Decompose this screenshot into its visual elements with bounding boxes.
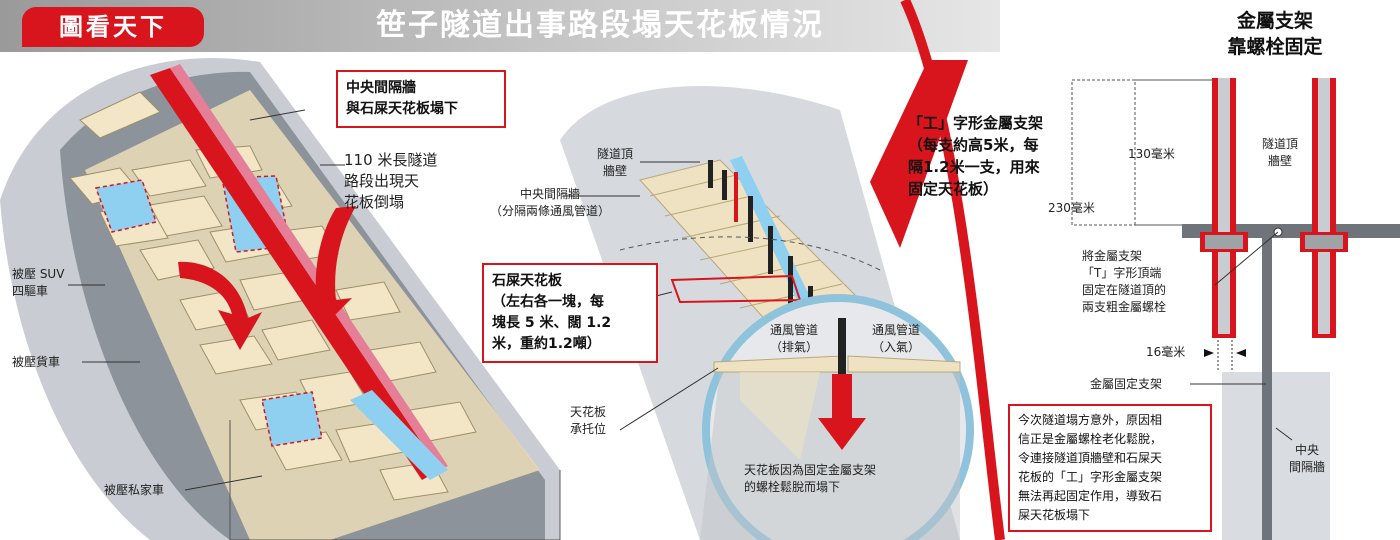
label-line: （入氣） xyxy=(871,340,920,354)
right-bolt-illustration xyxy=(1071,60,1400,540)
explanation-line: 屎天花板塌下 xyxy=(1018,508,1091,522)
label-crushed-suv: 被壓 SUV 四驅車 xyxy=(12,266,64,300)
label-line: （分隔兩條通風管道） xyxy=(489,204,610,218)
zoom-falling-slab xyxy=(740,372,820,460)
note-line: 110 米長隧道 xyxy=(344,151,438,169)
section-tag: 圖看天下 xyxy=(22,7,204,47)
label-line: 隧道頂 xyxy=(596,147,633,161)
collapse-length-note: 110 米長隧道 路段出現天 花板倒塌 xyxy=(344,150,437,213)
slab-line: （左右各一塊，每 xyxy=(492,294,604,310)
highlight-bracket xyxy=(734,172,738,222)
explanation-line: 信正是金屬螺栓老化鬆脫， xyxy=(1018,432,1163,446)
label-line: 的螺栓鬆脫而塌下 xyxy=(744,480,841,494)
left-tunnel-illustration xyxy=(0,57,561,540)
note-line: （每支約高5米，每 xyxy=(908,136,1039,154)
label-center-wall: 中央間隔牆 （分隔兩條通風管道） xyxy=(470,186,630,220)
zoom-shadow xyxy=(700,370,960,540)
roof-wall-area xyxy=(1138,60,1400,228)
label-line: 通風管道 xyxy=(769,323,818,337)
slab-line: 塊長 5 米、闊 1.2 xyxy=(492,315,612,331)
label-tunnel-roof: 隧道頂 牆壁 xyxy=(590,146,640,180)
label-crushed-car: 被壓私家車 xyxy=(104,483,165,497)
note-line: 將金屬支架 xyxy=(1082,249,1143,263)
note-line: 路段出現天 xyxy=(344,172,420,190)
title-line: 金屬支架 xyxy=(1236,10,1313,32)
down-arrow-icon xyxy=(818,374,866,450)
label-line: 間隔牆 xyxy=(1288,460,1325,474)
dimension-130mm: 130毫米 xyxy=(1128,147,1175,161)
callout-line: 與石屎天花板塌下 xyxy=(346,101,458,117)
zoom-slab-right xyxy=(847,355,961,373)
label-tunnel-roof-wall: 隧道頂 牆壁 xyxy=(1250,136,1310,170)
label-duct-intake: 通風管道 （入氣） xyxy=(858,322,934,356)
label-duct-exhaust: 通風管道 （排氣） xyxy=(756,322,832,356)
label-fixed-bracket: 金屬固定支架 xyxy=(1090,377,1163,391)
explanation-line: 花板的「工」字形金屬支架 xyxy=(1018,470,1163,484)
panel-divider-curve xyxy=(900,0,1005,540)
note-line: 花板倒塌 xyxy=(344,193,405,211)
note-line: 固定在隧道頂的 xyxy=(1082,283,1167,297)
bolt-detail-title: 金屬支架 靠螺栓固定 xyxy=(1210,8,1340,60)
left-leader-lines xyxy=(68,109,345,491)
label-center-wall-right: 中央 間隔牆 xyxy=(1282,442,1332,476)
slab-line: 石屎天花板 xyxy=(492,273,562,289)
label-line: 天花板 xyxy=(570,405,607,419)
explanation-line: 今次隧道塌方意外，原因相 xyxy=(1018,413,1163,427)
left-wall-glass xyxy=(350,390,448,480)
explanation-line: 令連接隧道頂牆壁和石屎天 xyxy=(1018,451,1163,465)
i-bracket-note: 「工」字形金屬支架 （每支約高5米，每 隔1.2米一支，用來 固定天花板） xyxy=(908,112,1043,200)
label-line: 四驅車 xyxy=(12,284,49,298)
note-line: 固定天花板） xyxy=(908,180,999,198)
dim-arrow-left xyxy=(1204,349,1214,357)
left-center-wall xyxy=(150,68,440,480)
label-loose-bolt: 天花板因為固定金屬支架 的螺栓鬆脫而塌下 xyxy=(744,462,876,496)
explanation-line: 無法再起固定作用，導致石 xyxy=(1018,489,1163,503)
label-line: （排氣） xyxy=(769,340,818,354)
bolt-left xyxy=(1200,78,1248,338)
note-line: 「T」字形頂端 xyxy=(1082,266,1162,280)
dim-arrow-right xyxy=(1236,349,1246,357)
label-line: 中央 xyxy=(1294,443,1319,457)
label-line: 牆壁 xyxy=(1267,154,1292,168)
note-line: 兩支粗金屬螺栓 xyxy=(1082,300,1167,314)
cause-explanation-box: 今次隧道塌方意外，原因相 信正是金屬螺栓老化鬆脫， 令連接隧道頂牆壁和石屎天 花… xyxy=(1008,404,1212,532)
bolt-right xyxy=(1300,78,1348,338)
title-line: 靠螺栓固定 xyxy=(1227,36,1323,58)
label-line: 中央間隔牆 xyxy=(519,187,580,201)
right-leader-lines xyxy=(1190,231,1293,441)
middle-tunnel-illustration xyxy=(560,86,974,540)
label-line: 天花板因為固定金屬支架 xyxy=(744,463,877,477)
right-arrow-icon xyxy=(300,206,356,328)
collapse-callout-box: 中央間隔牆 與石屎天花板塌下 xyxy=(336,70,506,128)
label-line: 承托位 xyxy=(570,422,607,436)
slab-line: 米，重約1.2噸） xyxy=(492,336,601,352)
callout-line: 中央間隔牆 xyxy=(346,80,416,96)
bolt-function-note: 將金屬支架 「T」字形頂端 固定在隧道頂的 兩支粗金屬螺栓 xyxy=(1082,248,1166,316)
left-center-wall-side xyxy=(170,64,448,470)
concrete-slab-box: 石屎天花板 （左右各一塊，每 塊長 5 米、闊 1.2 米，重約1.2噸） xyxy=(482,263,658,363)
label-crushed-truck: 被壓貨車 xyxy=(12,355,61,369)
dimension-230mm: 230毫米 xyxy=(1048,201,1095,215)
center-wall-block xyxy=(1222,372,1330,540)
label-line: 被壓 SUV xyxy=(12,267,65,281)
note-line: 「工」字形金屬支架 xyxy=(908,114,1044,132)
note-line: 隔1.2米一支，用來 xyxy=(908,158,1040,176)
zoom-bracket xyxy=(838,318,846,378)
dimension-16mm: 16毫米 xyxy=(1146,345,1186,359)
label-line: 隧道頂 xyxy=(1261,137,1298,151)
label-line: 通風管道 xyxy=(871,323,920,337)
label-ceiling-support: 天花板 承托位 xyxy=(570,404,606,438)
page-title: 笹子隧道出事路段塌天花板情況 xyxy=(376,8,824,43)
label-line: 牆壁 xyxy=(602,164,627,178)
left-arrow-icon xyxy=(178,261,262,350)
